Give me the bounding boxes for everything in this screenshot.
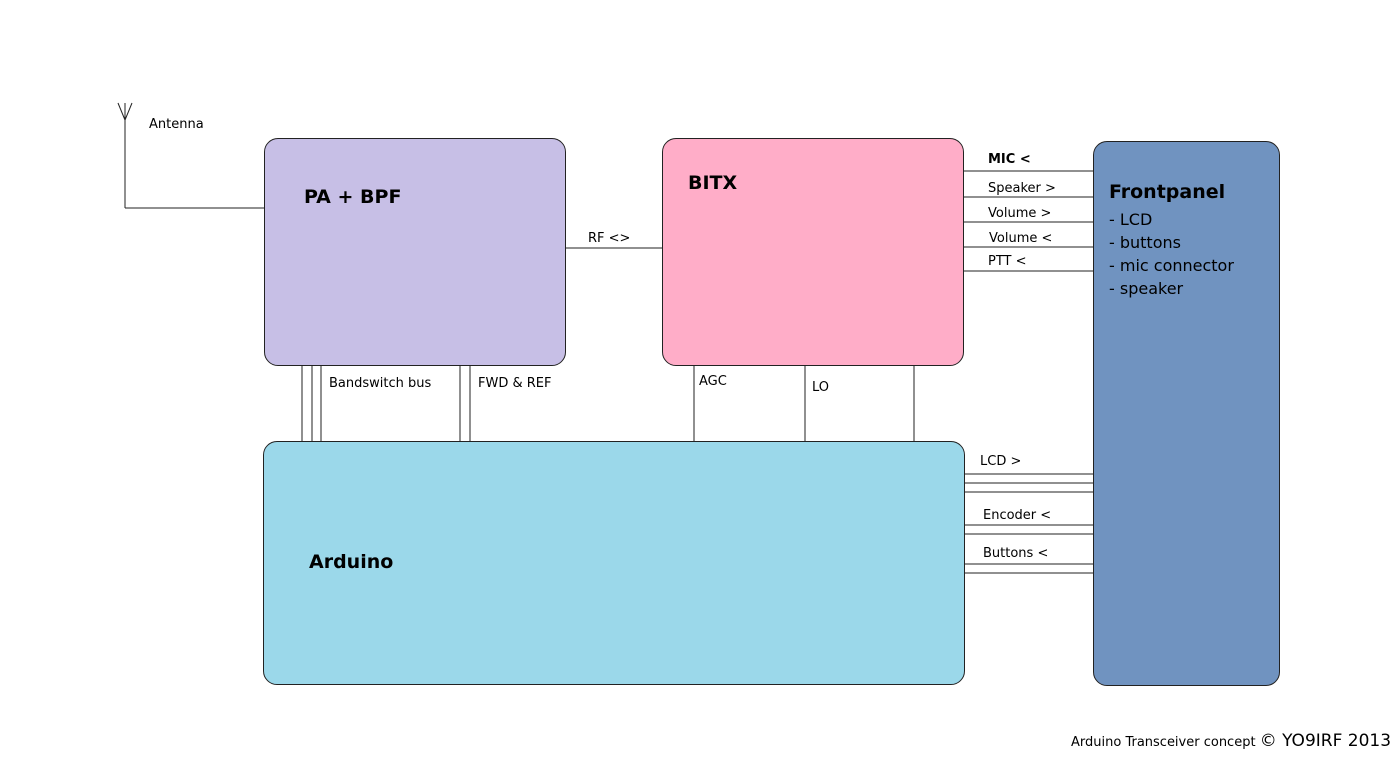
frontpanel-item-mic-connector: - mic connector	[1109, 256, 1234, 275]
buttons-label: Buttons <	[983, 546, 1049, 561]
ptt-label: PTT <	[988, 254, 1027, 269]
volume-up-label: Volume >	[988, 206, 1052, 221]
speaker-label: Speaker >	[988, 181, 1056, 196]
frontpanel-item-lcd: - LCD	[1109, 210, 1153, 229]
pa-bpf-title: PA + BPF	[304, 186, 402, 208]
frontpanel-block	[1093, 141, 1280, 686]
volume-down-label: Volume <	[989, 231, 1053, 246]
footer-copyright: © YO9IRF 2013	[1259, 731, 1390, 751]
bitx-title: BITX	[688, 172, 738, 194]
bandswitch-bus-label: Bandswitch bus	[329, 376, 432, 391]
pa-bpf-block	[264, 138, 566, 366]
agc-label: AGC	[699, 374, 727, 389]
antenna-arm-right	[124, 102, 133, 121]
lcd-label: LCD >	[980, 454, 1022, 469]
antenna-label: Antenna	[149, 117, 204, 132]
arduino-title: Arduino	[309, 551, 394, 573]
bitx-block	[662, 138, 964, 366]
encoder-label: Encoder <	[983, 508, 1052, 523]
frontpanel-title: Frontpanel	[1109, 181, 1226, 203]
frontpanel-item-speaker: - speaker	[1109, 279, 1184, 298]
arduino-block	[263, 441, 965, 685]
rf-label: RF <>	[588, 231, 631, 246]
frontpanel-item-buttons: - buttons	[1109, 233, 1181, 252]
lo-label: LO	[812, 380, 830, 395]
footer-caption: Arduino Transceiver concept © YO9IRF 201…	[1071, 731, 1390, 751]
fwd-ref-label: FWD & REF	[478, 376, 552, 391]
frontpanel-feature-list: - LCD - buttons - mic connector - speake…	[1109, 208, 1234, 300]
mic-label: MIC <	[988, 152, 1031, 167]
antenna-arm-left	[117, 102, 126, 121]
footer-text: Arduino Transceiver concept	[1071, 735, 1256, 750]
